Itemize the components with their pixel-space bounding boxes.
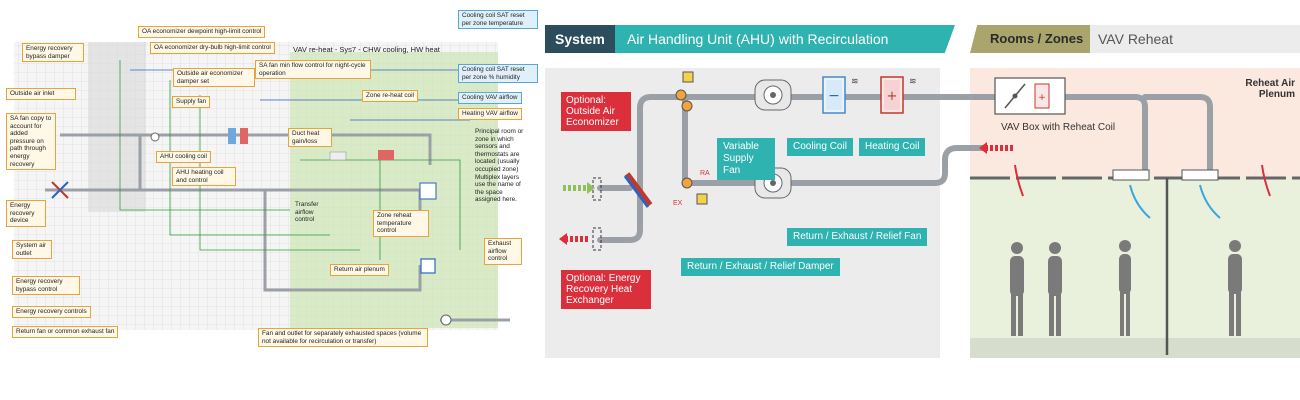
ra-label: RA — [700, 170, 710, 177]
vav-box-icon: + — [994, 77, 1066, 115]
header-zones-title-bar: VAV Reheat — [1090, 25, 1300, 53]
return-airflow-arrow-2 — [1261, 164, 1271, 197]
ahu-illustration-panel: System Air Handling Unit (AHU) with Reci… — [545, 0, 1300, 400]
room-background — [970, 178, 1300, 358]
svg-text:≋: ≋ — [909, 77, 917, 87]
callout-er-controls: Energy recovery controls — [12, 306, 91, 318]
header-system-tab: System — [545, 25, 615, 53]
return-fan-label: Return / Exhaust / Relief Fan — [787, 228, 928, 246]
callout-cooling-sat-humidity: Cooling coil SAT reset per zone % humidi… — [458, 64, 538, 84]
callout-oa-dewpoint: OA economizer dewpoint high-limit contro… — [138, 26, 266, 38]
heating-coil-label: Heating Coil — [859, 138, 926, 156]
callout-outside-air-inlet: Outside air inlet — [6, 88, 76, 100]
callout-transfer-airflow: Transfer airflow control — [295, 201, 319, 224]
svg-text:+: + — [1038, 93, 1046, 103]
header-system-title-bar: Air Handling Unit (AHU) with Recirculati… — [615, 25, 955, 53]
callout-ahu-cooling-coil: AHU cooling coil — [156, 151, 211, 163]
optional-economizer-label: Optional: Outside Air Economizer — [561, 92, 631, 131]
variable-supply-fan-label: Variable Supply Fan — [717, 138, 775, 180]
callout-cooling-sat-temp: Cooling coil SAT reset per zone temperat… — [458, 10, 538, 30]
zones-title: VAV Reheat — [1098, 31, 1173, 47]
relief-damper-icon — [681, 177, 693, 189]
svg-text:−: − — [828, 88, 840, 104]
callout-sa-fan-min-flow: SA fan min flow control for night-cycle … — [255, 60, 371, 80]
svg-text:≋: ≋ — [851, 77, 859, 87]
zones-label: Rooms / Zones — [990, 31, 1084, 46]
mixing-damper-icon — [681, 100, 693, 112]
system-label: System — [555, 31, 605, 47]
return-damper-label: Return / Exhaust / Relief Damper — [681, 258, 840, 276]
callout-er-device: Energy recovery device — [6, 200, 46, 227]
callout-exhaust-airflow: Exhaust airflow control — [484, 238, 522, 265]
callout-er-bypass-control: Energy recovery bypass control — [12, 276, 80, 296]
cooling-coil-icon: − ≋ — [822, 76, 859, 114]
return-airflow-arrow-1 — [1014, 164, 1024, 197]
callout-oa-drybulb: OA economizer dry-bulb high-limit contro… — [150, 42, 275, 54]
cooling-coil-label: Cooling Coil — [787, 138, 853, 156]
callout-return-fan: Return fan or common exhaust fan — [12, 326, 119, 338]
callout-sa-fan-copy: SA fan copy to account for added pressur… — [6, 113, 56, 171]
callout-principal-zone: Principal room or zone in which sensors … — [475, 128, 524, 204]
system-title: Air Handling Unit (AHU) with Recirculati… — [627, 31, 889, 47]
plenum-label: Reheat Air Plenum — [1245, 78, 1295, 100]
ex-label: EX — [673, 200, 683, 207]
diffuser-2-icon — [1181, 169, 1219, 181]
callout-heating-vav-airflow: Heating VAV airflow — [458, 108, 522, 120]
supply-fan-icon — [754, 79, 792, 111]
callout-zone-reheat-temp: Zone reheat temperature control — [373, 210, 429, 237]
callout-ahu-heating-coil: AHU heating coil and control — [172, 167, 236, 187]
callout-er-bypass-damper: Energy recovery bypass damper — [22, 43, 84, 63]
heating-coil-icon: + ≋ — [880, 76, 917, 114]
supply-airflow-arrow-1 — [1129, 184, 1151, 219]
callout-duct-heat-gain: Duct heat gain/loss — [288, 128, 332, 148]
callout-cooling-vav-airflow: Cooling VAV airflow — [458, 92, 522, 104]
header-zones-tab: Rooms / Zones — [970, 25, 1090, 53]
callout-oa-economizer-damper: Outside air economizer damper set — [173, 68, 255, 88]
callout-system-air-outlet: System air outlet — [12, 240, 52, 260]
economizer-damper-icon — [675, 89, 687, 101]
optional-hx-label: Optional: Energy Recovery Heat Exchanger — [561, 270, 651, 309]
ahu-schematic-panel: VAV re-heat - Sys7 - CHW cooling, HW hea… — [0, 0, 545, 400]
svg-text:+: + — [887, 89, 898, 104]
callout-zone-reheat-coil: Zone re-heat coil — [362, 90, 418, 102]
ex-damper-square — [696, 193, 708, 205]
heat-exchanger-icon — [624, 172, 653, 207]
callout-separate-exhaust: Fan and outlet for separately exhausted … — [258, 328, 428, 348]
supply-airflow-arrow-2 — [1199, 184, 1221, 219]
title-label: VAV re-heat - Sys7 - CHW cooling, HW hea… — [293, 45, 440, 54]
people-silhouettes — [1010, 240, 1242, 336]
callout-supply-fan: Supply fan — [172, 96, 211, 108]
diffuser-1-icon — [1112, 169, 1150, 181]
illustration-canvas: − ≋ + ≋ + — [545, 68, 1300, 358]
callout-return-air-plenum: Return air plenum — [330, 264, 389, 276]
oa-damper-square — [682, 71, 694, 83]
vav-box-label: VAV Box with Reheat Coil — [1001, 122, 1116, 133]
